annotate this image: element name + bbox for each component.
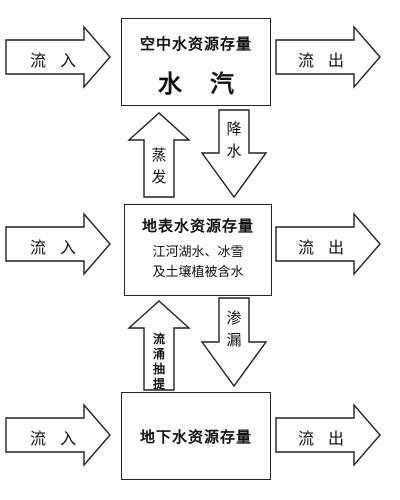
infiltration-label: 渗漏 bbox=[226, 309, 242, 349]
evaporation-label: 蒸发 bbox=[151, 146, 167, 186]
surface-water-note-1: 江河湖水、冰雪 bbox=[152, 245, 244, 260]
inflow-label-air: 流入 bbox=[30, 51, 91, 70]
evaporation-arrow bbox=[127, 112, 191, 198]
surface-water-box: 地表水资源存量 江河湖水、冰雪 及土壤植被含水 bbox=[124, 204, 272, 296]
pump-extraction-arrow bbox=[127, 300, 191, 391]
precipitation-arrow bbox=[200, 109, 268, 199]
surface-water-title: 地表水资源存量 bbox=[141, 217, 254, 235]
inflow-arrow-air bbox=[5, 25, 111, 89]
inflow-arrow-ground bbox=[5, 403, 111, 467]
inflow-label-ground: 流入 bbox=[30, 429, 91, 448]
outflow-arrow-ground bbox=[275, 403, 381, 467]
outflow-label-ground: 流出 bbox=[298, 429, 359, 448]
air-water-title: 空中水资源存量 bbox=[139, 35, 252, 53]
outflow-label-air: 流出 bbox=[298, 51, 359, 70]
air-water-subtitle: 水汽 bbox=[158, 70, 262, 98]
inflow-arrow-surface bbox=[5, 212, 111, 276]
infiltration-arrow bbox=[200, 297, 268, 388]
ground-water-box: 地下水资源存量 bbox=[121, 392, 271, 480]
outflow-arrow-air bbox=[275, 25, 381, 89]
surface-water-note-2: 及土壤植被含水 bbox=[152, 265, 244, 280]
outflow-label-surface: 流出 bbox=[298, 238, 359, 257]
pump-extraction-label: 流涌抽提 bbox=[152, 332, 165, 391]
air-water-box: 空中水资源存量 水汽 bbox=[121, 18, 271, 106]
outflow-arrow-surface bbox=[275, 212, 381, 276]
inflow-label-surface: 流入 bbox=[30, 238, 91, 257]
ground-water-title: 地下水资源存量 bbox=[139, 428, 252, 446]
precipitation-label: 降水 bbox=[226, 120, 242, 160]
